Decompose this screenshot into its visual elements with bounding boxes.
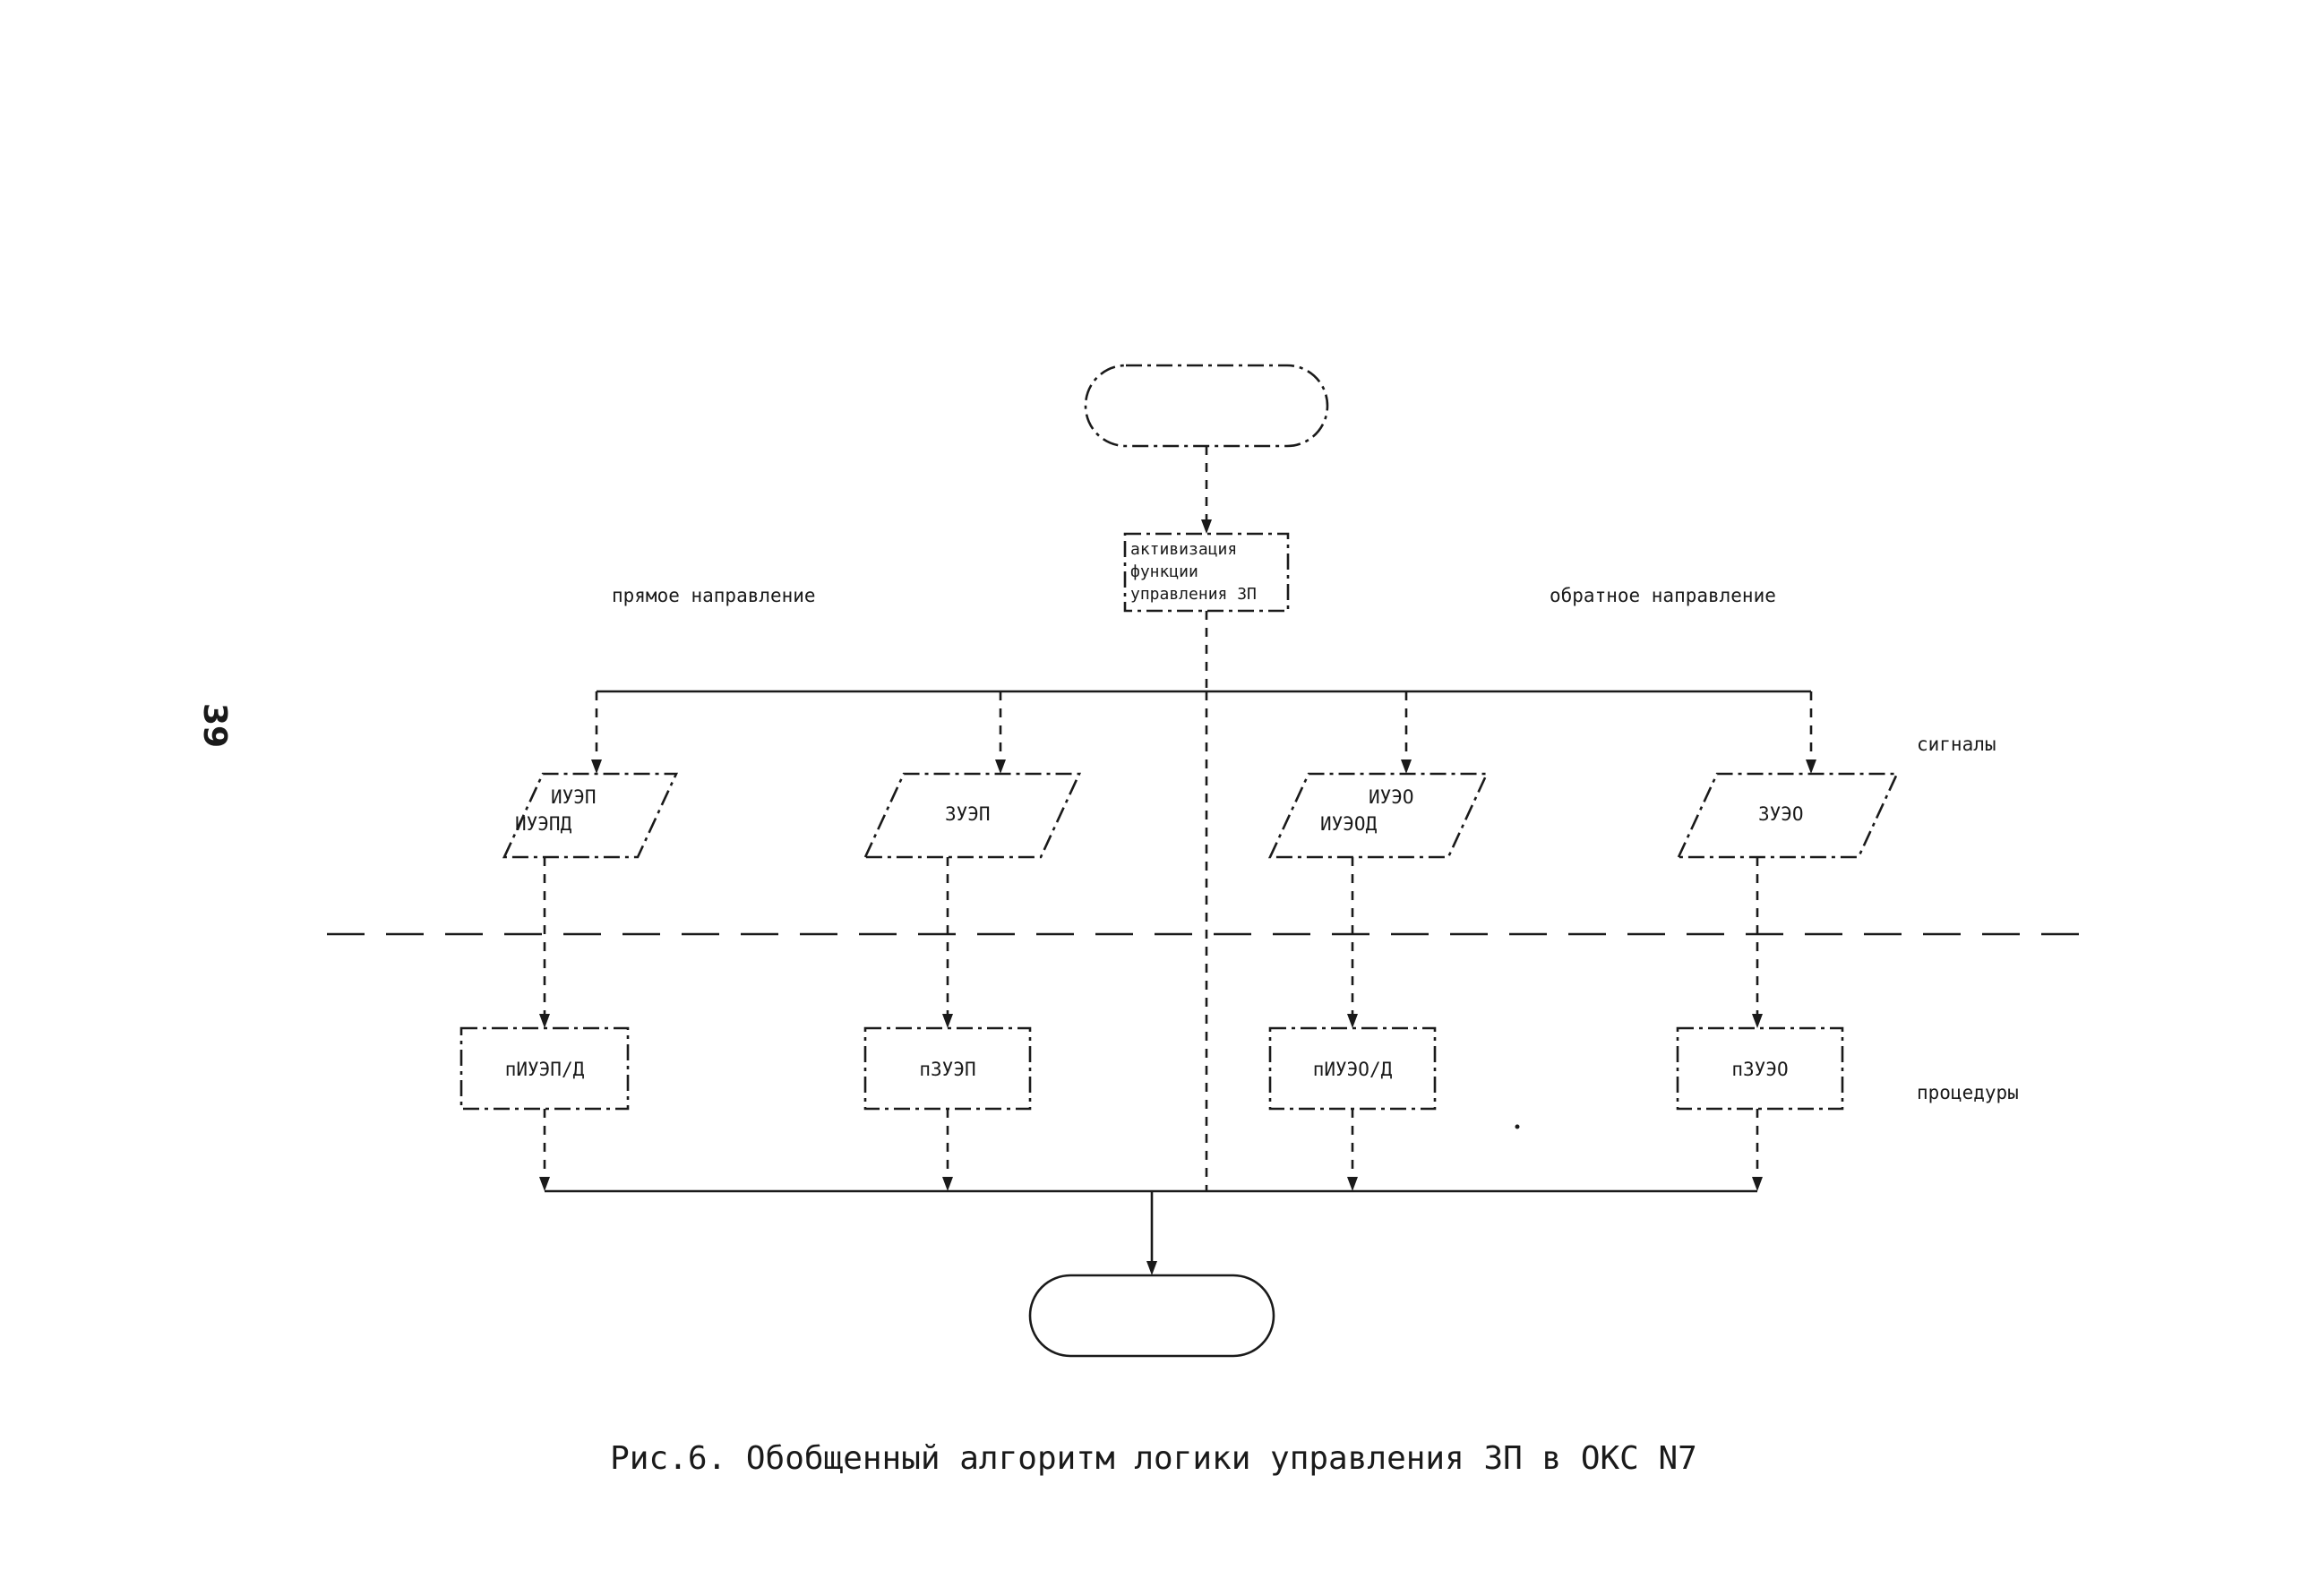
procedure-3-label: пИУЭО/Д <box>1313 1059 1393 1080</box>
procedure-2-label: пЗУЭП <box>919 1059 975 1080</box>
arrowhead-signal-1 <box>591 759 602 774</box>
arrowhead-procedure-2 <box>942 1014 953 1028</box>
arrowhead-signal-2 <box>995 759 1006 774</box>
signal-2-line-1: ЗУЭП <box>945 803 991 825</box>
forward-direction-label: прямое направление <box>612 585 816 606</box>
signal-node-3 <box>1267 772 1490 859</box>
arrowhead-process <box>1201 519 1212 534</box>
arrowhead-signal-4 <box>1806 759 1816 774</box>
arrowhead-merge-1 <box>539 1177 550 1191</box>
process-line-1: активизация <box>1130 540 1237 559</box>
procedure-box-1 <box>459 1026 630 1111</box>
process-activation-box <box>1123 532 1290 613</box>
signal-1-line-2: ИУЭПД <box>515 813 572 835</box>
arrowhead-procedure-1 <box>539 1014 550 1028</box>
arrowhead-merge-3 <box>1347 1177 1358 1191</box>
arrowhead-end <box>1146 1261 1157 1275</box>
signal-3-line-1: ИУЭО <box>1369 786 1414 808</box>
arrowhead-merge-2 <box>942 1177 953 1191</box>
scan-dot <box>1515 1124 1520 1129</box>
reverse-direction-label: обратное направление <box>1550 585 1776 606</box>
figure-caption: Рис.6. Обобщенный алгоритм логики управл… <box>610 1440 1697 1477</box>
procedure-1-label: пИУЭП/Д <box>505 1059 585 1080</box>
arrowhead-merge-4 <box>1752 1177 1763 1191</box>
procedure-4-label: пЗУЭО <box>1731 1059 1788 1080</box>
end-terminator <box>1028 1274 1275 1358</box>
procedures-level-label: процедуры <box>1917 1082 2019 1103</box>
signal-node-2 <box>863 772 1082 859</box>
signals-level-label: сигналы <box>1917 734 1996 755</box>
start-terminator <box>1084 364 1329 448</box>
arrowhead-signal-3 <box>1401 759 1412 774</box>
process-line-3: управления ЗП <box>1130 585 1257 604</box>
signal-3-line-2: ИУЭОД <box>1320 813 1378 835</box>
procedure-box-3 <box>1268 1026 1437 1111</box>
arrowhead-procedure-4 <box>1752 1014 1763 1028</box>
page-number: 39 <box>196 703 233 748</box>
procedure-box-4 <box>1676 1026 1844 1111</box>
process-line-2: функции <box>1130 562 1198 581</box>
signal-node-4 <box>1676 772 1900 859</box>
signal-1-line-1: ИУЭП <box>551 786 597 808</box>
signal-node-1 <box>502 772 679 859</box>
signal-4-line-1: ЗУЭО <box>1758 803 1804 825</box>
arrowhead-procedure-3 <box>1347 1014 1358 1028</box>
